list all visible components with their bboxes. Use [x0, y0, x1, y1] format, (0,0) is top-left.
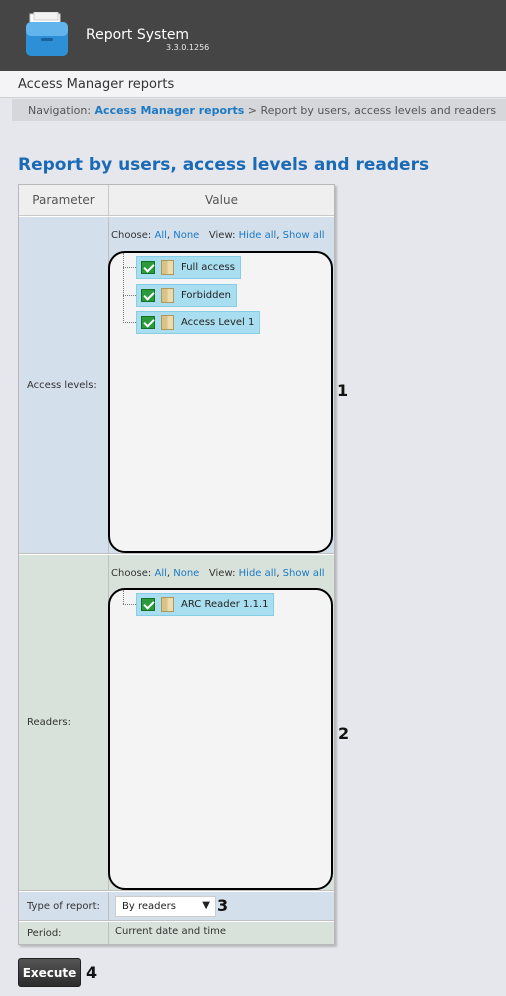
- access-levels-choose-bar: Choose: All, None View: Hide all, Show a…: [111, 230, 325, 241]
- view-label: View:: [208, 568, 236, 579]
- readers-row: Readers: Choose: All, None View: Hide al…: [19, 555, 334, 891]
- report-parameters-table: Parameter Value Access levels: Choose: A…: [18, 184, 335, 945]
- type-of-report-row: Type of report: By readers ▼: [19, 892, 334, 921]
- access-level-item-full-access[interactable]: Full access: [136, 256, 241, 279]
- access-levels-tree: Full access Forbidden Access Level 1: [108, 251, 333, 553]
- period-value: Current date and time: [115, 926, 227, 937]
- breadcrumb-separator: >: [247, 104, 257, 117]
- callout-marker-4: 4: [86, 963, 98, 982]
- module-title: Access Manager reports: [18, 77, 175, 92]
- type-of-report-value: By readers: [122, 901, 176, 912]
- access-levels-row: Access levels: Choose: All, None View: H…: [19, 217, 334, 554]
- choose-label: Choose:: [111, 230, 152, 241]
- access-level-icon: [161, 260, 174, 275]
- report-folder-icon: [26, 12, 68, 56]
- choose-label: Choose:: [111, 568, 152, 579]
- choose-all-link[interactable]: All: [154, 230, 167, 241]
- access-level-label: Forbidden: [181, 290, 231, 301]
- tree-connector: [123, 267, 136, 268]
- column-header-parameter: Parameter: [19, 185, 109, 216]
- breadcrumb-current: Report by users, access levels and reade…: [260, 104, 497, 117]
- breadcrumb: Navigation: Access Manager reports > Rep…: [12, 99, 506, 121]
- readers-label: Readers:: [19, 555, 109, 890]
- reader-label: ARC Reader 1.1.1: [181, 599, 269, 610]
- hide-all-link[interactable]: Hide all: [238, 568, 277, 579]
- access-levels-label: Access levels:: [19, 217, 109, 553]
- access-level-icon: [161, 315, 174, 330]
- column-header-value: Value: [109, 185, 334, 216]
- reader-item-arc-reader[interactable]: ARC Reader 1.1.1: [136, 593, 275, 616]
- reader-icon: [161, 597, 174, 612]
- view-label: View:: [208, 230, 236, 241]
- period-label: Period:: [19, 922, 109, 944]
- hide-all-link[interactable]: Hide all: [238, 230, 277, 241]
- readers-choose-bar: Choose: All, None View: Hide all, Show a…: [111, 568, 325, 579]
- tree-connector: [123, 253, 124, 321]
- app-header: Report System 3.3.0.1256: [0, 0, 506, 71]
- readers-tree: ARC Reader 1.1.1: [108, 588, 333, 890]
- breadcrumb-label: Navigation:: [28, 104, 92, 117]
- period-row: Period: Current date and time: [19, 922, 334, 944]
- callout-marker-2: 2: [338, 724, 350, 743]
- choose-none-link[interactable]: None: [173, 568, 200, 579]
- breadcrumb-link-access-manager-reports[interactable]: Access Manager reports: [94, 104, 245, 117]
- callout-marker-3: 3: [217, 896, 229, 915]
- choose-all-link[interactable]: All: [154, 568, 167, 579]
- access-level-item-forbidden[interactable]: Forbidden: [136, 284, 237, 307]
- checkbox-checked-icon[interactable]: [141, 316, 155, 329]
- access-level-icon: [161, 288, 174, 303]
- page-title: Report by users, access levels and reade…: [18, 155, 430, 175]
- tree-connector: [123, 590, 124, 604]
- app-version: 3.3.0.1256: [166, 43, 210, 52]
- type-of-report-select[interactable]: By readers ▼: [115, 896, 216, 917]
- access-level-label: Access Level 1: [181, 317, 255, 328]
- checkbox-checked-icon[interactable]: [141, 289, 155, 302]
- type-of-report-label: Type of report:: [19, 892, 109, 920]
- choose-none-link[interactable]: None: [173, 230, 200, 241]
- dropdown-arrow-icon: ▼: [202, 900, 210, 911]
- show-all-link[interactable]: Show all: [282, 568, 325, 579]
- show-all-link[interactable]: Show all: [282, 230, 325, 241]
- app-title: Report System: [86, 27, 190, 43]
- checkbox-checked-icon[interactable]: [141, 598, 155, 611]
- tree-connector: [123, 322, 136, 323]
- checkbox-checked-icon[interactable]: [141, 261, 155, 274]
- access-level-item-access-level-1[interactable]: Access Level 1: [136, 311, 261, 334]
- tree-connector: [123, 295, 136, 296]
- tree-connector: [123, 604, 136, 605]
- access-level-label: Full access: [181, 262, 235, 273]
- module-header: Access Manager reports: [0, 71, 506, 98]
- callout-marker-1: 1: [337, 381, 349, 400]
- execute-button[interactable]: Execute: [18, 958, 81, 987]
